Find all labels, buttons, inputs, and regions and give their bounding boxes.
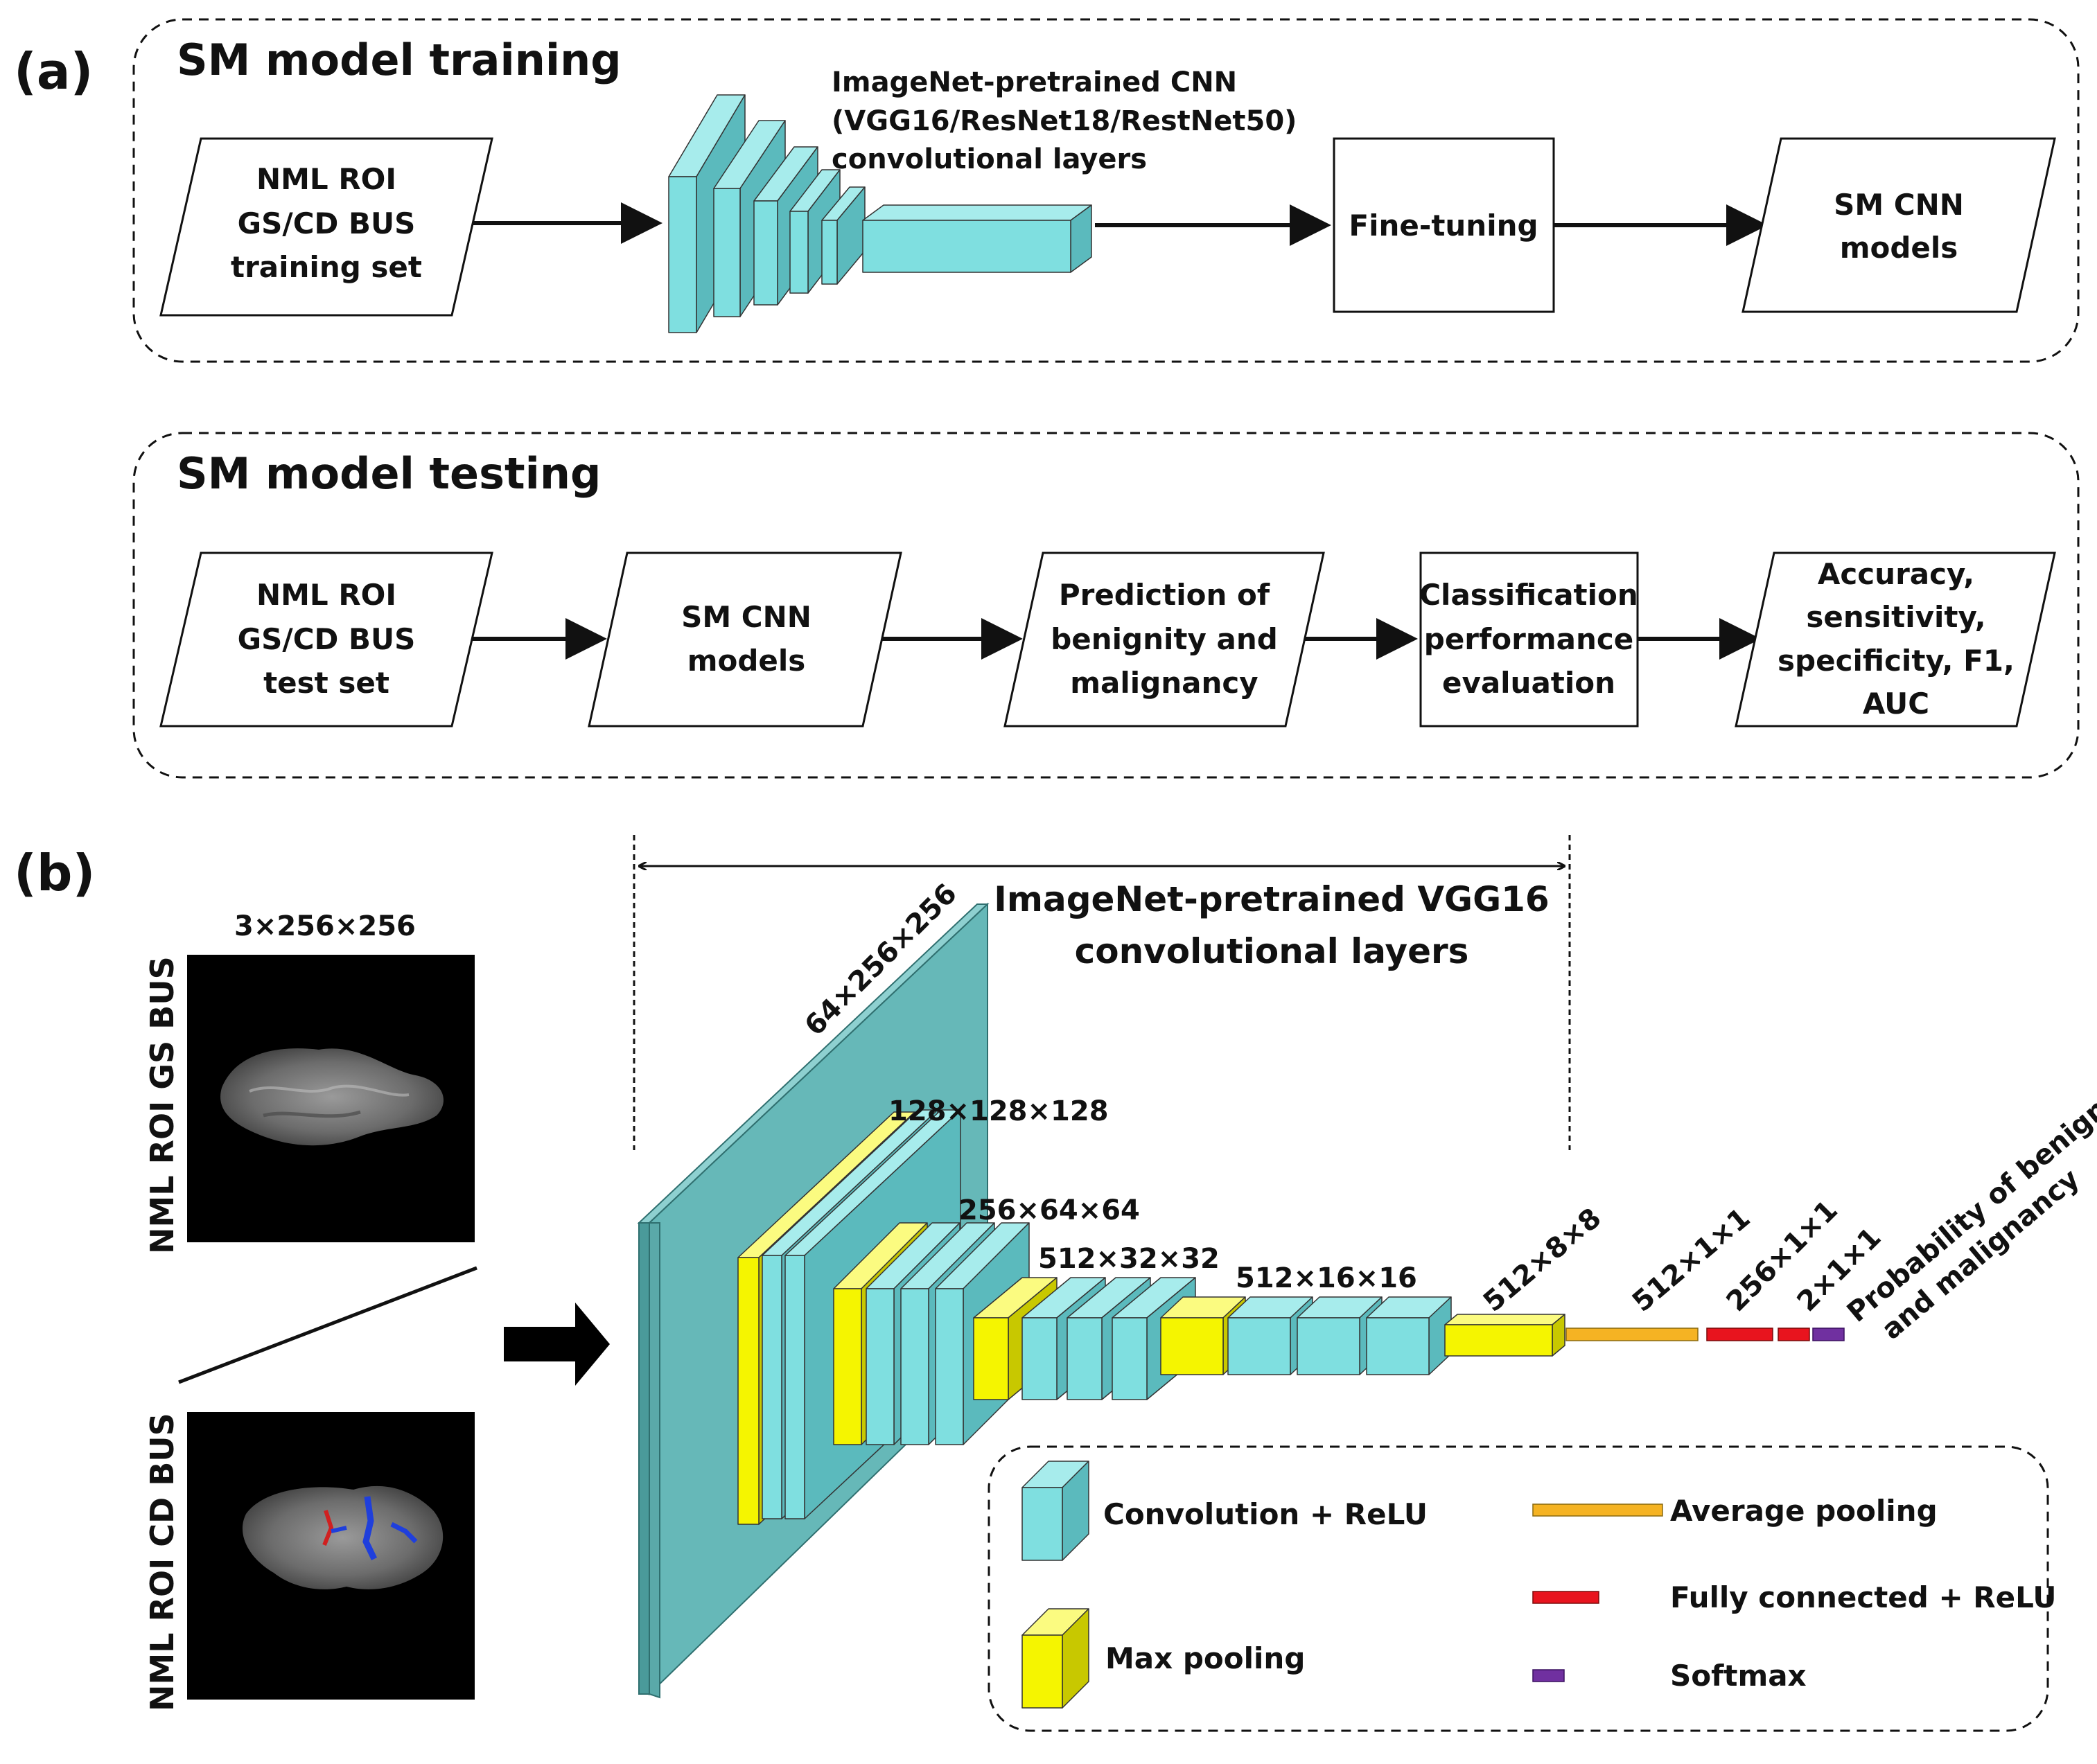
conv-512-16-block-3 [1366, 1296, 1452, 1375]
small-conv-block-6 [862, 204, 1092, 273]
fine-tuning-label: Fine-tuning [1349, 209, 1538, 242]
prediction-line-2: benignity and [1051, 622, 1278, 656]
training-input-line-3: training set [231, 250, 422, 284]
gs-bus-label: NML ROI GS BUS [143, 956, 181, 1254]
legend-conv-label: Convolution + ReLU [1103, 1497, 1428, 1531]
dim-256x64x64: 256×64×64 [958, 1194, 1140, 1226]
metrics-line-3: specificity, F1, [1778, 644, 2015, 678]
input-dims-label: 3×256×256 [234, 910, 416, 942]
cnn-caption-line-1: ImageNet-pretrained CNN [832, 67, 1237, 98]
fine-tuning-node: Fine-tuning [1333, 137, 1555, 313]
legend-avgpool-label: Average pooling [1670, 1494, 1938, 1528]
small-conv-block-5 [821, 186, 866, 285]
test-input-line-1: NML ROI [256, 578, 396, 612]
evaluation-line-1: Classification [1419, 578, 1638, 612]
test-input-line-2: GS/CD BUS [238, 622, 416, 656]
legend-avgpool-swatch [1532, 1503, 1663, 1517]
legend-conv-icon [1021, 1461, 1089, 1561]
metrics-line-2: sensitivity, [1806, 600, 1985, 634]
input-arrow [504, 1303, 610, 1386]
cd-bus-image [187, 1412, 475, 1700]
evaluation-line-2: performance [1424, 622, 1634, 656]
metrics-line-4: AUC [1863, 687, 1929, 721]
prediction-line-3: malignancy [1070, 666, 1258, 700]
legend-softmax-label: Softmax [1670, 1659, 1807, 1693]
test-input-node: NML ROI GS/CD BUS test set [159, 552, 493, 727]
training-section-title: SM model training [177, 35, 622, 85]
training-output-line-2: models [1840, 231, 1958, 265]
fc-bar-1 [1706, 1328, 1773, 1341]
cnn-caption-line-2: (VGG16/ResNet18/RestNet50) [832, 105, 1297, 137]
softmax-bar [1812, 1328, 1845, 1341]
prediction-line-1: Prediction of [1059, 578, 1270, 612]
test-models-node: SM CNN models [588, 552, 902, 727]
fc-bar-2 [1778, 1328, 1810, 1341]
legend-softmax-swatch [1532, 1669, 1565, 1682]
avgpool-bar [1565, 1328, 1699, 1341]
panel-a-label: (a) [14, 42, 93, 100]
training-output-node: SM CNN models [1741, 137, 2056, 313]
test-input-line-3: test set [263, 666, 389, 700]
legend-frame [988, 1445, 2049, 1732]
metrics-node: Accuracy, sensitivity, specificity, F1, … [1735, 552, 2056, 727]
gs-bus-image [187, 955, 475, 1242]
dim-128x128x128: 128×128×128 [888, 1095, 1109, 1127]
training-input-node: NML ROI GS/CD BUS training set [159, 137, 493, 317]
test-models-line-1: SM CNN [681, 600, 811, 634]
image-separator [178, 1266, 477, 1384]
cnn-caption-line-3: convolutional layers [832, 143, 1147, 175]
legend-conv-cube [1021, 1461, 1089, 1561]
training-input-line-1: NML ROI [256, 162, 396, 196]
dim-512x8x8: 512×8×8 [1477, 1202, 1608, 1318]
evaluation-node: Classification performance evaluation [1419, 552, 1639, 727]
pretrained-cnn-icon [668, 94, 1092, 333]
testing-section-title: SM model testing [177, 448, 601, 499]
legend-maxpool-label: Max pooling [1105, 1641, 1305, 1675]
legend-fc-swatch [1532, 1591, 1599, 1604]
metrics-line-1: Accuracy, [1818, 557, 1974, 591]
vgg-title-line-2: convolutional layers [1075, 931, 1469, 971]
evaluation-line-3: evaluation [1442, 666, 1615, 700]
prediction-node: Prediction of benignity and malignancy [1003, 552, 1325, 727]
vgg16-architecture [637, 902, 1845, 1699]
testing-section-frame [132, 432, 2080, 779]
vgg-title-line-1: ImageNet-pretrained VGG16 [994, 879, 1549, 919]
training-output-line-1: SM CNN [1834, 188, 1964, 222]
training-input-line-2: GS/CD BUS [238, 206, 416, 240]
test-models-line-2: models [687, 644, 806, 678]
cd-bus-label: NML ROI CD BUS [143, 1413, 181, 1711]
training-section-frame [132, 18, 2080, 363]
legend-fc-label: Fully connected + ReLU [1670, 1580, 2056, 1614]
legend-pool-cube [1021, 1608, 1089, 1709]
dim-512x16x16: 512×16×16 [1236, 1262, 1417, 1294]
legend-maxpool-icon [1021, 1608, 1089, 1709]
panel-b-label: (b) [14, 844, 95, 902]
maxpool-block-5 [1444, 1314, 1565, 1357]
dim-512x32x32: 512×32×32 [1038, 1243, 1220, 1275]
